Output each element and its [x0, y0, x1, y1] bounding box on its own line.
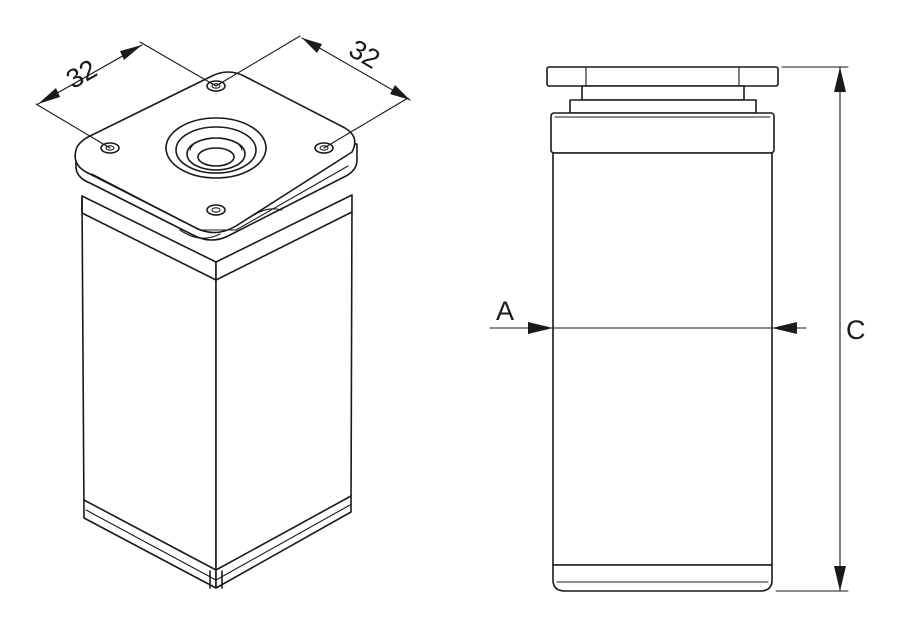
front-collar	[550, 112, 775, 154]
screw-hole-icon	[314, 142, 334, 154]
dimension-label-32-left: 32	[61, 54, 102, 95]
isometric-view: 32 32	[35, 34, 411, 589]
screw-hole-icon	[100, 142, 120, 154]
dimension-label-C: C	[846, 315, 866, 345]
leg-right-face	[215, 194, 353, 589]
bottom-band-line	[83, 495, 352, 571]
front-body	[552, 152, 773, 566]
front-mounting-plate	[546, 66, 779, 87]
dimension-C: C	[775, 66, 866, 592]
dimension-label-32-right: 32	[344, 34, 385, 75]
top-collar-line	[81, 211, 353, 281]
screw-hole-icon	[206, 204, 226, 216]
mounting-plate	[74, 71, 356, 234]
screw-hole-icon	[206, 80, 226, 92]
center-boss-outer	[165, 117, 267, 179]
leg-left-face	[81, 195, 217, 589]
front-view: A C	[489, 66, 866, 592]
dimension-label-A: A	[496, 296, 514, 326]
front-foot	[552, 564, 773, 592]
dimension-A: A	[489, 296, 807, 334]
